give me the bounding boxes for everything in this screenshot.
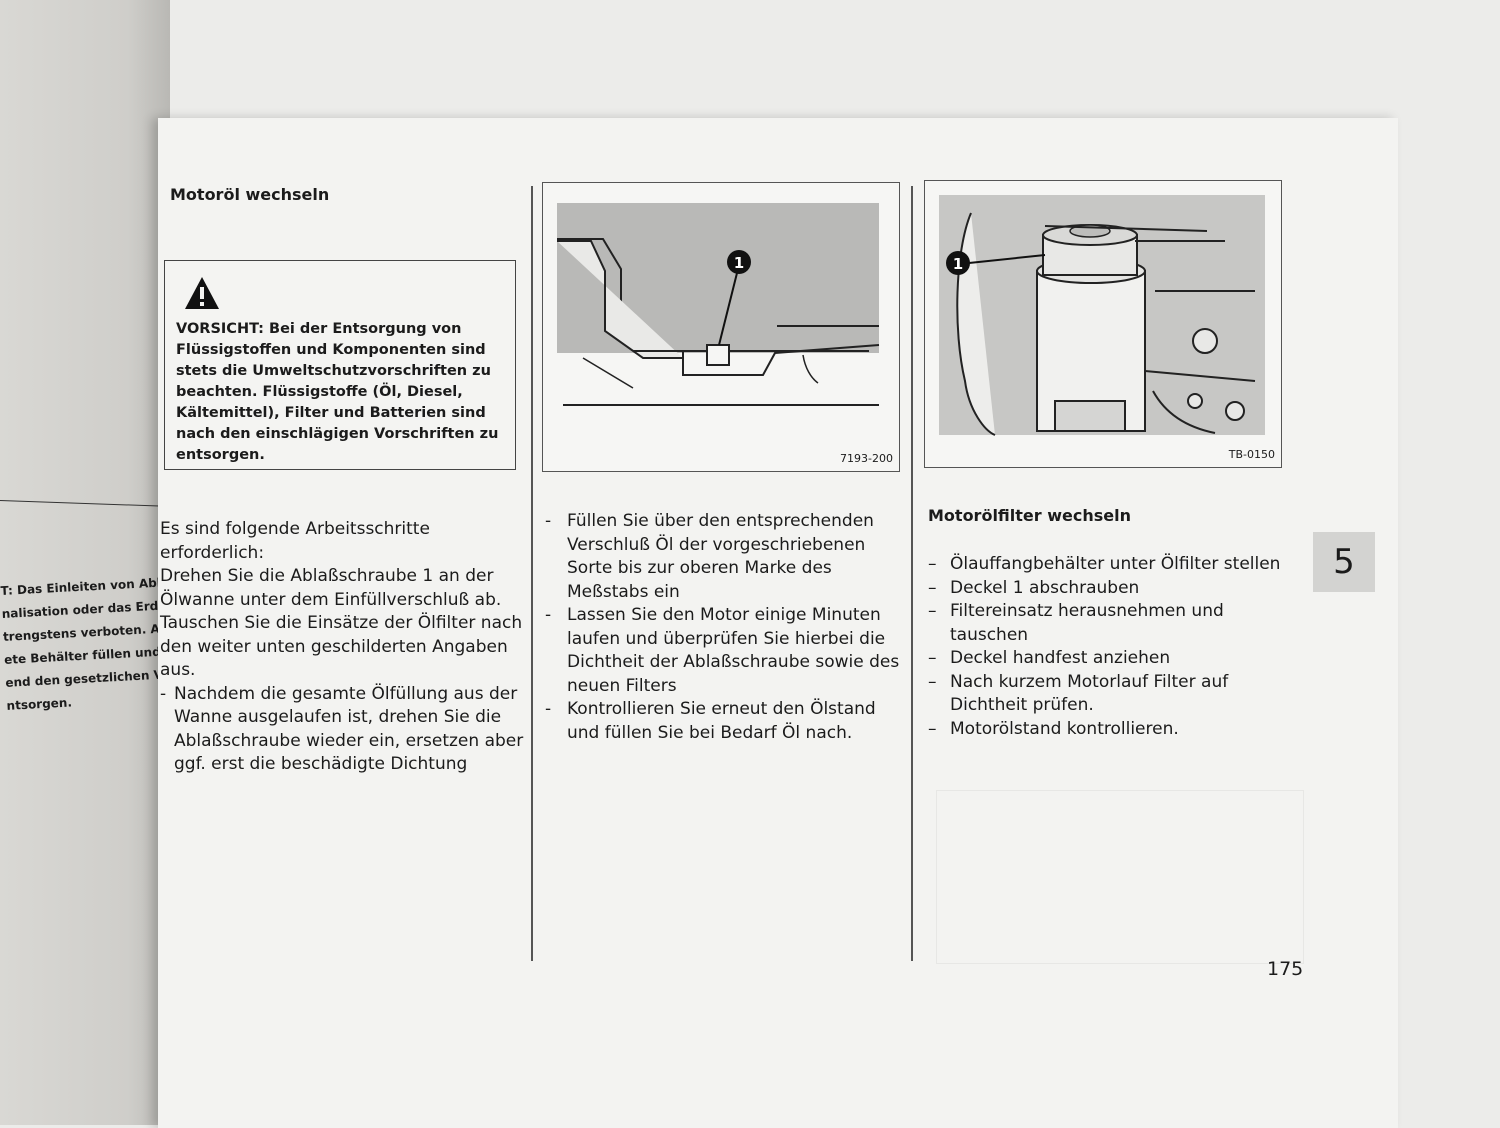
bullet-dash: - bbox=[545, 605, 552, 625]
figure-oil-filter: 1 TB-0150 bbox=[924, 180, 1282, 468]
show-through-box bbox=[936, 790, 1304, 964]
list-item-text: Lassen Sie den Motor einige Minuten lauf… bbox=[567, 605, 900, 696]
bullet-dash: – bbox=[928, 718, 937, 739]
list-item: - Füllen Sie über den entsprechenden Ver… bbox=[545, 510, 905, 604]
column-1-text: Es sind folgende Arbeitsschritte erforde… bbox=[160, 518, 525, 777]
bullet-dash: – bbox=[928, 554, 937, 574]
section-title: Motorölfilter wechseln bbox=[928, 506, 1131, 525]
intro-paragraph: Es sind folgende Arbeitsschritte erforde… bbox=[160, 519, 430, 563]
bullet-dash: - bbox=[545, 511, 552, 531]
warning-triangle-icon bbox=[185, 277, 219, 309]
list-item: – Deckel 1 abschrauben bbox=[928, 577, 1293, 601]
figure2-callout: 1 bbox=[953, 255, 963, 273]
list-item: – Filtereinsatz herausnehmen und tausche… bbox=[928, 600, 1293, 647]
list-item-text: Deckel 1 abschrauben bbox=[950, 577, 1140, 598]
step-paragraph: Tauschen Sie die Einsätze der Ölfilter n… bbox=[160, 613, 523, 680]
left-page-text: T: Das Einleiten von Abl nalisation oder… bbox=[0, 572, 167, 718]
left-page-rule bbox=[0, 500, 170, 507]
list-item: – Deckel handfest anziehen bbox=[928, 647, 1293, 671]
oil-filter-illustration: 1 bbox=[939, 195, 1265, 436]
figure-code: TB-0150 bbox=[1228, 448, 1275, 461]
column-2-text: - Füllen Sie über den entsprechenden Ver… bbox=[545, 510, 905, 745]
list-item-text: Motorölstand kontrollieren. bbox=[950, 718, 1179, 739]
list-item-text: Nachdem die gesamte Ölfüllung aus der Wa… bbox=[174, 683, 524, 775]
list-item: - Nachdem die gesamte Ölfüllung aus der … bbox=[160, 683, 525, 777]
bullet-dash: – bbox=[928, 671, 937, 692]
bullet-dash: - bbox=[545, 699, 552, 719]
bullet-dash: – bbox=[928, 577, 937, 598]
bullet-dash: – bbox=[928, 601, 937, 621]
column-divider bbox=[911, 186, 913, 961]
list-item-text: Kontrollieren Sie erneut den Ölstand und… bbox=[567, 699, 876, 743]
list-item: - Kontrollieren Sie erneut den Ölstand u… bbox=[545, 698, 905, 745]
list-item: – Ölauffangbehälter unter Ölfilter stell… bbox=[928, 553, 1293, 577]
oil-pan-illustration: 1 bbox=[557, 203, 880, 406]
chapter-tab: 5 bbox=[1313, 532, 1375, 592]
column-divider bbox=[531, 186, 533, 961]
list-item-text: Filtereinsatz herausnehmen und tauschen bbox=[950, 601, 1224, 645]
list-item: – Motorölstand kontrollieren. bbox=[928, 718, 1293, 742]
list-item: – Nach kurzem Motorlauf Filter auf Dicht… bbox=[928, 671, 1293, 718]
figure-oil-pan: 1 7193-200 bbox=[542, 182, 900, 472]
previous-page-fragment: T: Das Einleiten von Abl nalisation oder… bbox=[0, 0, 170, 1125]
list-item-text: Nach kurzem Motorlauf Filter auf Dichthe… bbox=[950, 671, 1229, 716]
warning-text: VORSICHT: Bei der Entsorgung von Flüssig… bbox=[176, 321, 499, 463]
page-title: Motoröl wechseln bbox=[170, 185, 330, 204]
bullet-dash: - bbox=[160, 683, 167, 704]
figure1-callout: 1 bbox=[734, 254, 744, 272]
list-item-text: Deckel handfest anziehen bbox=[950, 648, 1171, 668]
page-number: 175 bbox=[1267, 958, 1304, 980]
list-item: - Lassen Sie den Motor einige Minuten la… bbox=[545, 604, 905, 698]
step-paragraph: Drehen Sie die Ablaßschraube 1 an der Öl… bbox=[160, 566, 502, 610]
warning-box: VORSICHT: Bei der Entsorgung von Flüssig… bbox=[164, 260, 516, 470]
figure-code: 7193-200 bbox=[840, 452, 893, 465]
list-item-text: Ölauffangbehälter unter Ölfilter stellen bbox=[950, 554, 1281, 574]
bullet-dash: – bbox=[928, 648, 937, 668]
list-item-text: Füllen Sie über den entsprechenden Versc… bbox=[567, 511, 874, 602]
column-3-text: – Ölauffangbehälter unter Ölfilter stell… bbox=[928, 553, 1293, 741]
